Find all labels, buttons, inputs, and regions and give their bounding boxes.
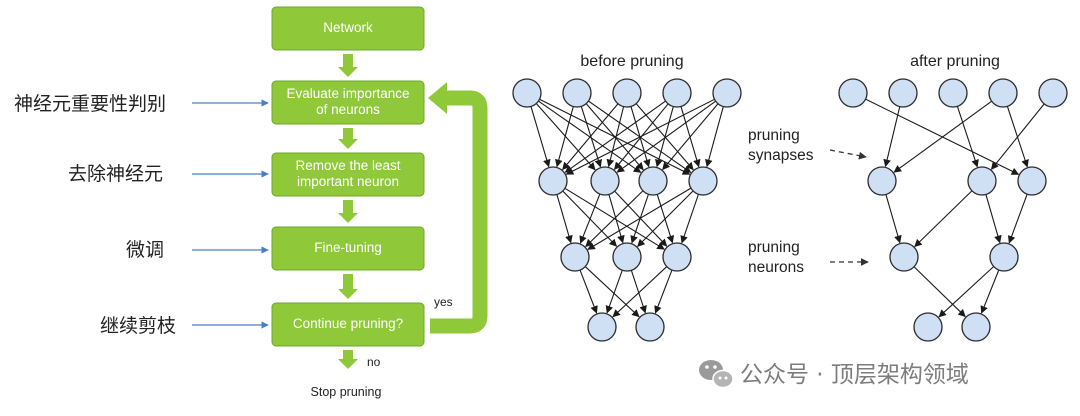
watermark: 公众号 · 顶层架构领域 — [699, 360, 969, 389]
step-label: Continue pruning? — [293, 316, 403, 331]
synapse-edge — [565, 98, 715, 175]
synapse-edge — [980, 269, 1000, 314]
step-label: Network — [323, 20, 373, 35]
neuron-node — [638, 166, 668, 196]
neuron-node — [867, 166, 897, 196]
wechat-icon — [699, 360, 734, 389]
loop-back-arrowhead — [428, 82, 447, 114]
synapse-edge — [584, 266, 640, 318]
neuron-node — [688, 166, 718, 196]
neuron-node — [662, 242, 692, 272]
synapse-edge — [637, 190, 694, 247]
synapse-edge — [655, 106, 674, 168]
synapse-edge — [630, 270, 647, 314]
neuron-node — [612, 242, 642, 272]
synapse-edge — [883, 106, 901, 168]
synapse-edge — [913, 266, 966, 318]
neuron-node — [590, 166, 620, 196]
step-box-network: Network — [271, 6, 425, 51]
cn-label-neuron-importance: 神经元重要性判别 — [14, 93, 166, 115]
flow-down-arrow — [338, 128, 358, 149]
neuron-node — [838, 78, 868, 108]
stop-pruning-label: Stop pruning — [311, 385, 382, 399]
flow-down-arrow — [338, 200, 358, 223]
network-before-pruning — [512, 78, 742, 342]
synapse-edge — [612, 266, 668, 318]
synapse-edge — [616, 100, 716, 173]
neuron-node — [560, 242, 590, 272]
synapse-edge — [579, 269, 598, 314]
neuron-node — [635, 312, 665, 342]
synapse-edge — [556, 194, 573, 244]
synapse-edge — [587, 187, 692, 250]
watermark-text: 公众号 · 顶层架构领域 — [740, 362, 969, 388]
synapse-edge — [585, 190, 644, 248]
step-box-continue: Continue pruning? — [271, 302, 425, 347]
synapse-edge — [893, 100, 993, 173]
neuron-node — [967, 166, 997, 196]
cn-label-fine-tune: 微调 — [126, 239, 164, 261]
step-label: Fine-tuning — [314, 240, 382, 255]
synapse-edge — [605, 269, 623, 314]
synapse-edge — [608, 194, 625, 244]
synapse-edge — [654, 269, 673, 314]
neuron-node — [512, 78, 542, 108]
neuron-node — [712, 78, 742, 108]
neuron-node — [889, 242, 919, 272]
synapse-edge — [564, 100, 666, 173]
neuron-node — [1017, 166, 1047, 196]
after-pruning-title: after pruning — [910, 53, 1000, 70]
before-pruning-title: before pruning — [580, 53, 683, 70]
neuron-node — [538, 166, 568, 196]
neuron-node — [988, 78, 1018, 108]
cn-label-continue-pruning: 继续剪枝 — [100, 315, 176, 337]
loop-back-arrow — [430, 90, 488, 334]
neuron-node — [961, 312, 991, 342]
network-after-pruning — [838, 78, 1068, 342]
neuron-node — [1038, 78, 1068, 108]
synapse-edge — [705, 106, 724, 168]
no-label: no — [367, 355, 381, 369]
synapse-edge — [680, 194, 699, 244]
synapse-edge — [562, 103, 619, 171]
neuron-node — [888, 78, 918, 108]
synapse-edge — [990, 103, 1045, 170]
synapse-edge — [938, 266, 995, 318]
flow-down-arrow — [338, 274, 358, 299]
pruning-synapses-arrow — [829, 149, 867, 160]
synapse-edge — [555, 106, 574, 168]
yes-label: yes — [434, 295, 453, 309]
step-box-fine-tuning: Fine-tuning — [271, 226, 425, 271]
neuron-node — [662, 78, 692, 108]
synapse-edge — [530, 106, 551, 168]
synapse-edge — [579, 193, 601, 244]
neuron-node — [612, 78, 642, 108]
synapse-edge — [914, 190, 973, 248]
cn-label-remove-neuron: 去除神经元 — [68, 163, 163, 185]
synapse-edge — [985, 194, 1002, 244]
neuron-node — [587, 312, 617, 342]
flow-down-arrow — [338, 54, 358, 77]
synapse-edge — [662, 103, 719, 171]
neuron-node — [989, 242, 1019, 272]
neuron-node — [913, 312, 943, 342]
synapse-edge — [885, 194, 902, 244]
synapse-edge — [1007, 193, 1028, 244]
flow-down-arrow — [338, 350, 358, 369]
synapse-edge — [956, 106, 979, 168]
neuron-node — [938, 78, 968, 108]
neuron-node — [562, 78, 592, 108]
